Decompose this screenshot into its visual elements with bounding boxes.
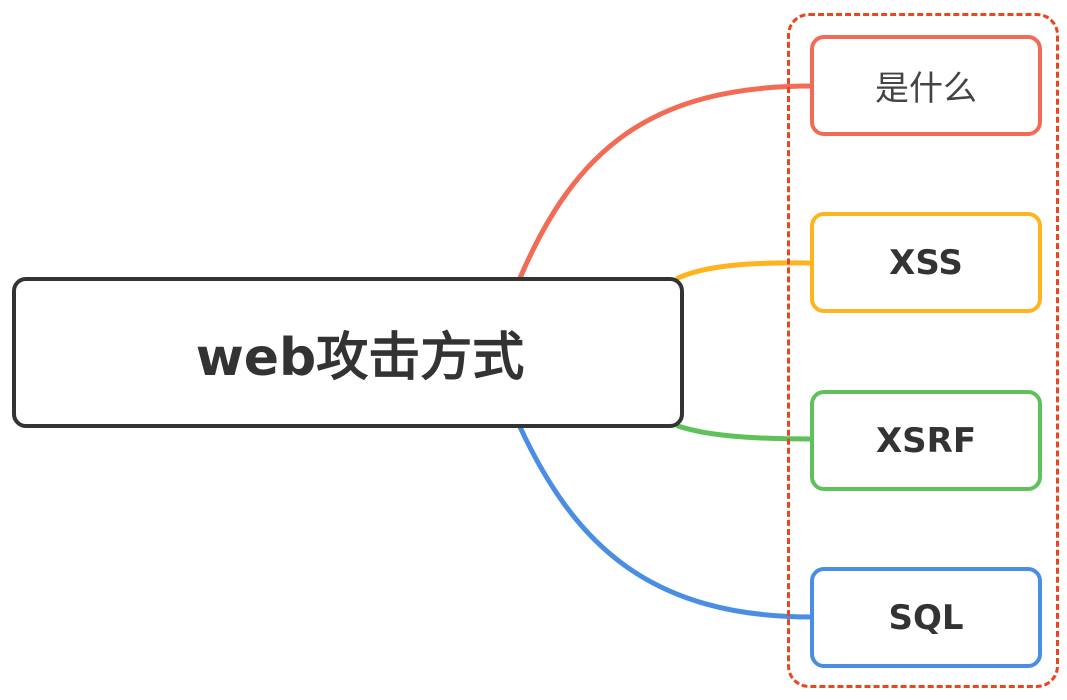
child-label-shishenme: 是什么 — [875, 69, 977, 109]
connector-line-xsrf — [675, 423, 815, 442]
root-label: web攻击方式 — [195, 328, 525, 388]
child-node-xss[interactable]: XSS — [810, 212, 1042, 313]
children-group-frame — [787, 13, 1059, 688]
child-node-xsrf[interactable]: XSRF — [810, 390, 1042, 491]
child-label-sql: SQL — [888, 597, 964, 638]
root-node[interactable]: web攻击方式 — [12, 277, 684, 428]
connector-line-xss — [675, 260, 815, 281]
child-label-xss: XSS — [889, 242, 963, 283]
connector-line-sql — [517, 424, 815, 620]
child-node-shishenme[interactable]: 是什么 — [810, 35, 1042, 136]
child-node-sql[interactable]: SQL — [810, 567, 1042, 668]
child-label-xsrf: XSRF — [875, 420, 977, 461]
connector-line-shishenme — [517, 83, 815, 281]
